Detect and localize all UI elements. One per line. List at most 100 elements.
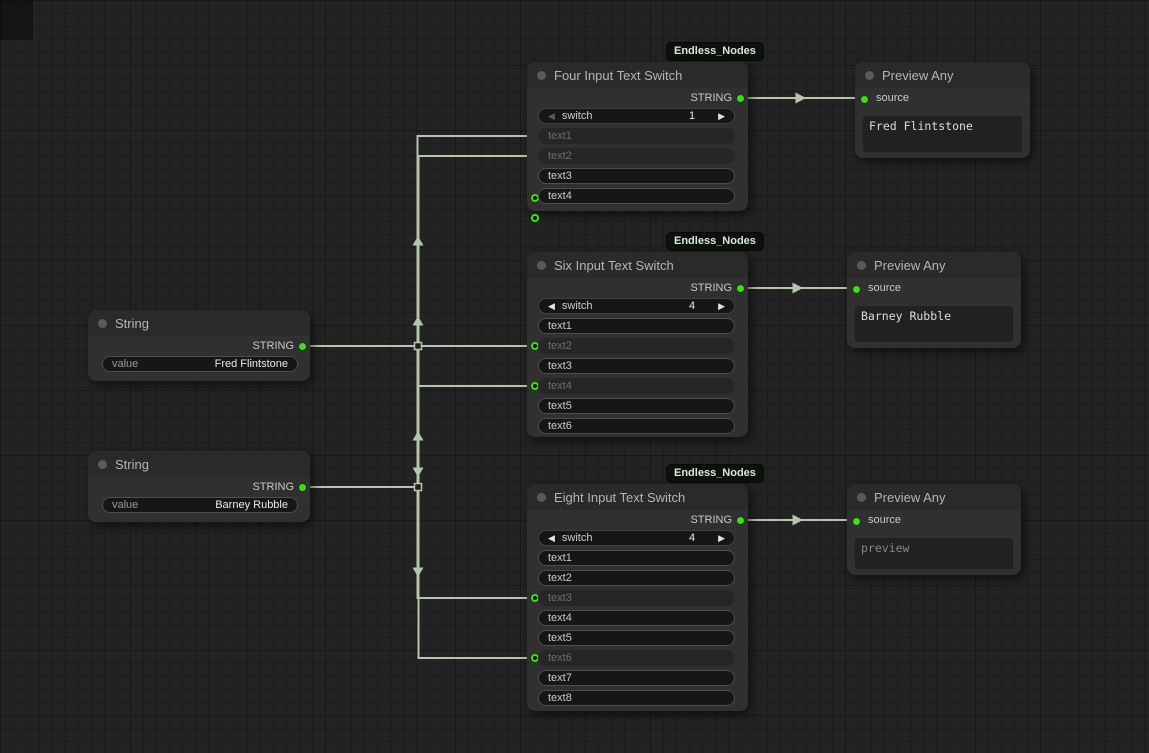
node-title-bar[interactable]: String bbox=[88, 310, 310, 336]
stepper-right-icon[interactable]: ▶ bbox=[718, 111, 725, 121]
output-label: STRING bbox=[690, 282, 732, 294]
collapse-dot-icon[interactable] bbox=[865, 70, 874, 80]
stepper-left-icon[interactable]: ◀ bbox=[548, 533, 555, 543]
wire-string1-to-eight-text3 bbox=[304, 345, 531, 599]
value-widget[interactable]: value Barney Rubble bbox=[102, 497, 298, 513]
wire-string2-to-eight-text6 bbox=[304, 486, 531, 659]
text-widget-text2[interactable]: text2 bbox=[538, 570, 735, 586]
output-socket[interactable] bbox=[298, 342, 307, 351]
wire-junction bbox=[413, 482, 423, 492]
node-string-2[interactable]: String STRING value Barney Rubble bbox=[88, 451, 310, 522]
wire-arrow-down-icon bbox=[412, 467, 424, 477]
preview-text-box[interactable]: preview bbox=[855, 538, 1013, 569]
input-row-text1[interactable]: text1 bbox=[538, 128, 735, 144]
node-eight-input-text-switch[interactable]: Eight Input Text Switch STRING ◀ switch … bbox=[527, 484, 748, 711]
text-widget-text1[interactable]: text1 bbox=[538, 318, 735, 334]
stepper-right-icon[interactable]: ▶ bbox=[718, 301, 725, 311]
text-widget-text5[interactable]: text5 bbox=[538, 630, 735, 646]
text-widget-text3[interactable]: text3 bbox=[538, 168, 735, 184]
wire-arrow-right-icon bbox=[795, 92, 806, 104]
canvas-dark-patch bbox=[0, 0, 33, 40]
output-socket[interactable] bbox=[736, 94, 745, 103]
stepper-value: 1 bbox=[688, 110, 696, 122]
node-title-bar[interactable]: Four Input Text Switch bbox=[527, 62, 748, 88]
widget-label: value bbox=[112, 358, 139, 370]
output-socket[interactable] bbox=[736, 284, 745, 293]
output-label: STRING bbox=[690, 92, 732, 104]
node-title-bar[interactable]: Preview Any bbox=[847, 484, 1021, 510]
input-row-text4[interactable]: text4 bbox=[538, 378, 735, 394]
input-socket-source[interactable] bbox=[852, 516, 861, 526]
node-badge: Endless_Nodes bbox=[666, 232, 764, 251]
node-title: Preview Any bbox=[882, 67, 954, 83]
wire-arrow-up-icon bbox=[412, 431, 424, 441]
node-title-bar[interactable]: Preview Any bbox=[847, 252, 1021, 278]
node-preview-any-1[interactable]: Preview Any source Fred Flintstone bbox=[855, 62, 1030, 158]
switch-stepper[interactable]: ◀ switch 1 ▶ bbox=[538, 108, 735, 124]
node-preview-any-2[interactable]: Preview Any source Barney Rubble bbox=[847, 252, 1021, 348]
stepper-value: 4 bbox=[688, 300, 696, 312]
stepper-label: switch bbox=[561, 532, 593, 544]
node-title: Preview Any bbox=[874, 257, 946, 273]
collapse-dot-icon[interactable] bbox=[98, 459, 107, 469]
text-widget-text7[interactable]: text7 bbox=[538, 670, 735, 686]
preview-text-box[interactable]: Barney Rubble bbox=[855, 306, 1013, 342]
node-six-input-text-switch[interactable]: Six Input Text Switch STRING ◀ switch 4 … bbox=[527, 252, 748, 437]
value-widget[interactable]: value Fred Flintstone bbox=[102, 356, 298, 372]
node-string-1[interactable]: String STRING value Fred Flintstone bbox=[88, 310, 310, 381]
text-widget-text4[interactable]: text4 bbox=[538, 610, 735, 626]
wire-junction bbox=[413, 341, 423, 351]
input-row-text2[interactable]: text2 bbox=[538, 338, 735, 354]
text-widget-text4[interactable]: text4 bbox=[538, 188, 735, 204]
input-row-text6[interactable]: text6 bbox=[538, 650, 735, 666]
collapse-dot-icon[interactable] bbox=[857, 492, 866, 502]
output-socket[interactable] bbox=[736, 516, 745, 525]
wire-string1-to-four-text1 bbox=[304, 135, 531, 347]
node-title-bar[interactable]: Six Input Text Switch bbox=[527, 252, 748, 278]
stepper-value: 4 bbox=[688, 532, 696, 544]
switch-stepper[interactable]: ◀ switch 4 ▶ bbox=[538, 530, 735, 546]
output-label: STRING bbox=[252, 481, 294, 493]
node-title: String bbox=[115, 315, 149, 331]
node-title-bar[interactable]: Eight Input Text Switch bbox=[527, 484, 748, 510]
widget-value[interactable]: Fred Flintstone bbox=[214, 358, 288, 370]
collapse-dot-icon[interactable] bbox=[537, 260, 546, 270]
input-label: source bbox=[876, 92, 910, 104]
collapse-dot-icon[interactable] bbox=[537, 70, 546, 80]
output-label: STRING bbox=[252, 340, 294, 352]
node-title-bar[interactable]: String bbox=[88, 451, 310, 477]
widget-label: value bbox=[112, 499, 139, 511]
wire-arrow-right-icon bbox=[792, 514, 803, 526]
stepper-right-icon[interactable]: ▶ bbox=[718, 533, 725, 543]
wire-arrow-down-icon bbox=[412, 567, 424, 577]
input-label: source bbox=[868, 282, 902, 294]
stepper-left-icon[interactable]: ◀ bbox=[548, 301, 555, 311]
collapse-dot-icon[interactable] bbox=[537, 492, 546, 502]
output-socket[interactable] bbox=[298, 483, 307, 492]
node-title-bar[interactable]: Preview Any bbox=[855, 62, 1030, 88]
preview-text-box[interactable]: Fred Flintstone bbox=[863, 116, 1022, 152]
collapse-dot-icon[interactable] bbox=[98, 318, 107, 328]
text-widget-text6[interactable]: text6 bbox=[538, 418, 735, 434]
switch-stepper[interactable]: ◀ switch 4 ▶ bbox=[538, 298, 735, 314]
stepper-left-icon[interactable]: ◀ bbox=[548, 111, 555, 121]
input-socket-source[interactable] bbox=[852, 284, 861, 294]
wire-arrow-up-icon bbox=[412, 236, 424, 246]
node-badge: Endless_Nodes bbox=[666, 42, 764, 61]
node-title: Six Input Text Switch bbox=[554, 257, 674, 273]
wire-arrow-right-icon bbox=[792, 282, 803, 294]
text-widget-text5[interactable]: text5 bbox=[538, 398, 735, 414]
collapse-dot-icon[interactable] bbox=[857, 260, 866, 270]
node-preview-any-3[interactable]: Preview Any source preview bbox=[847, 484, 1021, 575]
node-four-input-text-switch[interactable]: Four Input Text Switch STRING ◀ switch 1… bbox=[527, 62, 748, 223]
input-row-text3[interactable]: text3 bbox=[538, 590, 735, 606]
input-socket-text2[interactable] bbox=[530, 213, 540, 223]
text-widget-text8[interactable]: text8 bbox=[538, 690, 735, 706]
text-widget-text3[interactable]: text3 bbox=[538, 358, 735, 374]
input-socket-source[interactable] bbox=[860, 94, 869, 104]
wire-arrow-up-icon bbox=[412, 316, 424, 326]
widget-value[interactable]: Barney Rubble bbox=[215, 499, 288, 511]
input-row-text2[interactable]: text2 bbox=[538, 148, 735, 164]
text-widget-text1[interactable]: text1 bbox=[538, 550, 735, 566]
